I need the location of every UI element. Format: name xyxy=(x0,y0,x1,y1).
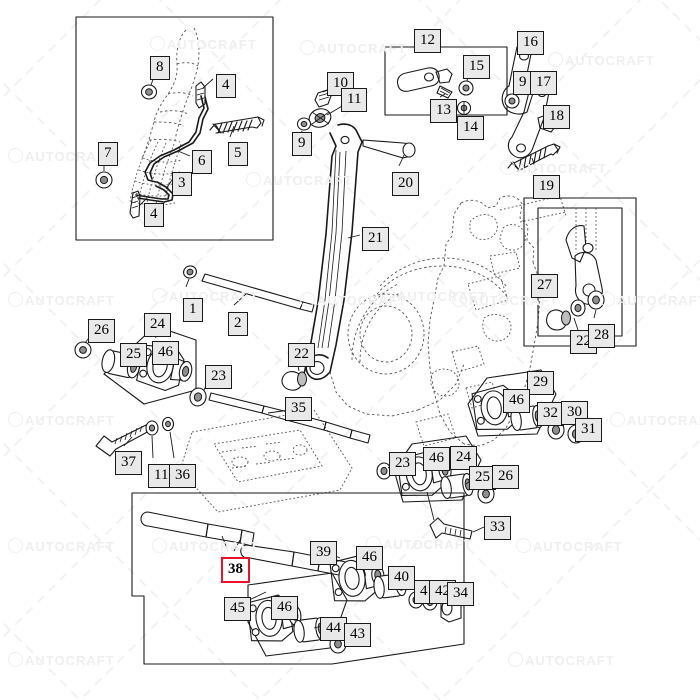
part-callout-46[interactable]: 46 xyxy=(271,596,298,620)
part-callout-28[interactable]: 28 xyxy=(588,324,615,348)
part-callout-38-highlighted[interactable]: 38 xyxy=(221,557,250,583)
part-callout-32[interactable]: 32 xyxy=(537,402,564,426)
part-callout-24[interactable]: 24 xyxy=(144,313,171,337)
part-callout-9[interactable]: 9 xyxy=(513,71,533,95)
part-callout-36[interactable]: 36 xyxy=(169,464,196,488)
part-callout-14[interactable]: 14 xyxy=(457,116,484,140)
part-callout-12[interactable]: 12 xyxy=(414,29,441,53)
part-callout-23[interactable]: 23 xyxy=(205,365,232,389)
part-callout-39[interactable]: 39 xyxy=(310,541,337,565)
part-callout-8[interactable]: 8 xyxy=(150,56,170,80)
transmission-housing-phantom xyxy=(179,195,567,513)
part-callout-35[interactable]: 35 xyxy=(285,397,312,421)
part-callout-46[interactable]: 46 xyxy=(423,447,450,471)
part-callout-33[interactable]: 33 xyxy=(484,516,511,540)
part-callout-19[interactable]: 19 xyxy=(533,175,560,199)
part-callout-21[interactable]: 21 xyxy=(362,227,389,251)
part-callout-4[interactable]: 4 xyxy=(144,203,164,227)
part-callout-46[interactable]: 46 xyxy=(503,389,530,413)
part-callout-11[interactable]: 11 xyxy=(341,88,368,112)
part-callout-27[interactable]: 27 xyxy=(531,274,558,298)
part-callout-46[interactable]: 46 xyxy=(152,341,179,365)
part-callout-26[interactable]: 26 xyxy=(88,319,115,343)
part-callout-43[interactable]: 43 xyxy=(344,623,371,647)
part-callout-2[interactable]: 2 xyxy=(228,312,248,336)
part-callout-16[interactable]: 16 xyxy=(517,31,544,55)
part-callout-7[interactable]: 7 xyxy=(98,142,118,166)
part-callout-31[interactable]: 31 xyxy=(575,418,602,442)
part-callout-29[interactable]: 29 xyxy=(527,371,554,395)
part-callout-37[interactable]: 37 xyxy=(115,451,142,475)
part-callout-46[interactable]: 46 xyxy=(356,546,383,570)
inset-panel-top-left xyxy=(75,16,274,241)
part-callout-15[interactable]: 15 xyxy=(463,55,490,79)
part-callout-5[interactable]: 5 xyxy=(228,142,248,166)
part-callout-22[interactable]: 22 xyxy=(288,343,315,367)
part-callout-34[interactable]: 34 xyxy=(447,582,474,606)
part-callout-9[interactable]: 9 xyxy=(292,132,312,156)
part-callout-40[interactable]: 40 xyxy=(388,566,415,590)
part-callout-6[interactable]: 6 xyxy=(192,150,212,174)
inset-panel-right xyxy=(523,197,637,347)
part-callout-13[interactable]: 13 xyxy=(430,99,457,123)
part-callout-1[interactable]: 1 xyxy=(183,298,203,322)
part-callout-20[interactable]: 20 xyxy=(392,172,419,196)
part-callout-25[interactable]: 25 xyxy=(120,343,147,367)
part-callout-18[interactable]: 18 xyxy=(543,105,570,129)
part-callout-4[interactable]: 4 xyxy=(216,74,236,98)
part-callout-26[interactable]: 26 xyxy=(492,465,519,489)
part-callout-23[interactable]: 23 xyxy=(389,452,416,476)
part-callout-45[interactable]: 45 xyxy=(224,597,251,621)
part-callout-3[interactable]: 3 xyxy=(172,172,192,196)
part-callout-17[interactable]: 17 xyxy=(530,71,557,95)
part-callout-44[interactable]: 44 xyxy=(320,617,347,641)
